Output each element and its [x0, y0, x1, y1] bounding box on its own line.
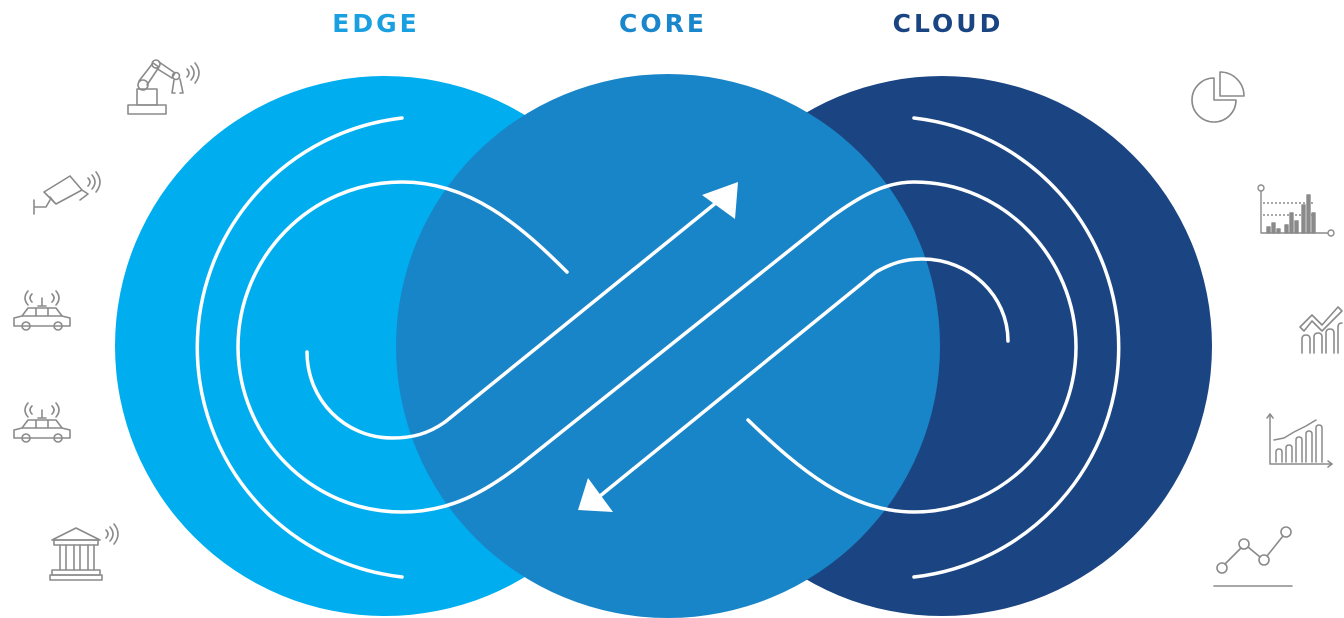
security-camera-icon — [30, 170, 102, 216]
line-graph-icon — [1212, 522, 1294, 590]
connected-building-icon — [48, 523, 120, 582]
robot-arm-icon — [125, 55, 203, 117]
infinity-inner-left-to-arrow — [305, 196, 724, 440]
bar-chart-icon — [1255, 183, 1335, 239]
infinity-inner-right-to-arrow — [598, 257, 1010, 498]
pie-chart-icon — [1190, 70, 1246, 126]
edge-label: EDGE — [332, 9, 420, 38]
connected-car-icon — [12, 400, 72, 444]
infinity-middle-loop — [236, 180, 1078, 514]
arrow-head-down-left — [578, 478, 613, 512]
arrow-head-up-right — [702, 182, 738, 219]
trend-up-chart-icon — [1298, 297, 1344, 355]
connected-car-icon — [12, 288, 72, 332]
cloud-label: CLOUD — [892, 9, 1004, 38]
growth-bar-chart-icon — [1262, 412, 1334, 470]
cloud-outer-arc — [912, 116, 1121, 579]
core-label: CORE — [619, 9, 707, 38]
edge-outer-arc — [195, 116, 404, 579]
